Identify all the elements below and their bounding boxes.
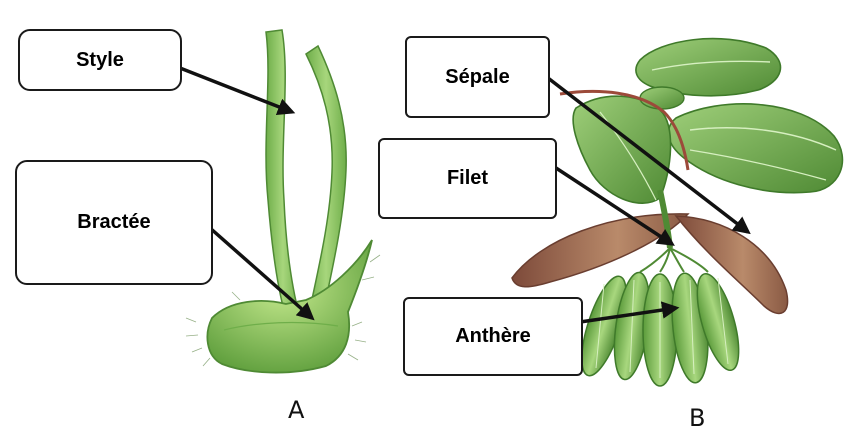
bract bbox=[207, 240, 372, 373]
label-sepale: Sépale bbox=[405, 36, 550, 118]
filaments bbox=[640, 248, 708, 272]
label-style: Style bbox=[18, 29, 182, 91]
style-left bbox=[266, 30, 300, 318]
label-filet: Filet bbox=[378, 138, 557, 219]
label-anthere: Anthère bbox=[403, 297, 583, 376]
label-bractee: Bractée bbox=[15, 160, 213, 285]
sepal-large bbox=[668, 104, 842, 193]
panel-a-caption: A bbox=[288, 396, 304, 424]
panel-b-caption: B bbox=[689, 404, 705, 432]
